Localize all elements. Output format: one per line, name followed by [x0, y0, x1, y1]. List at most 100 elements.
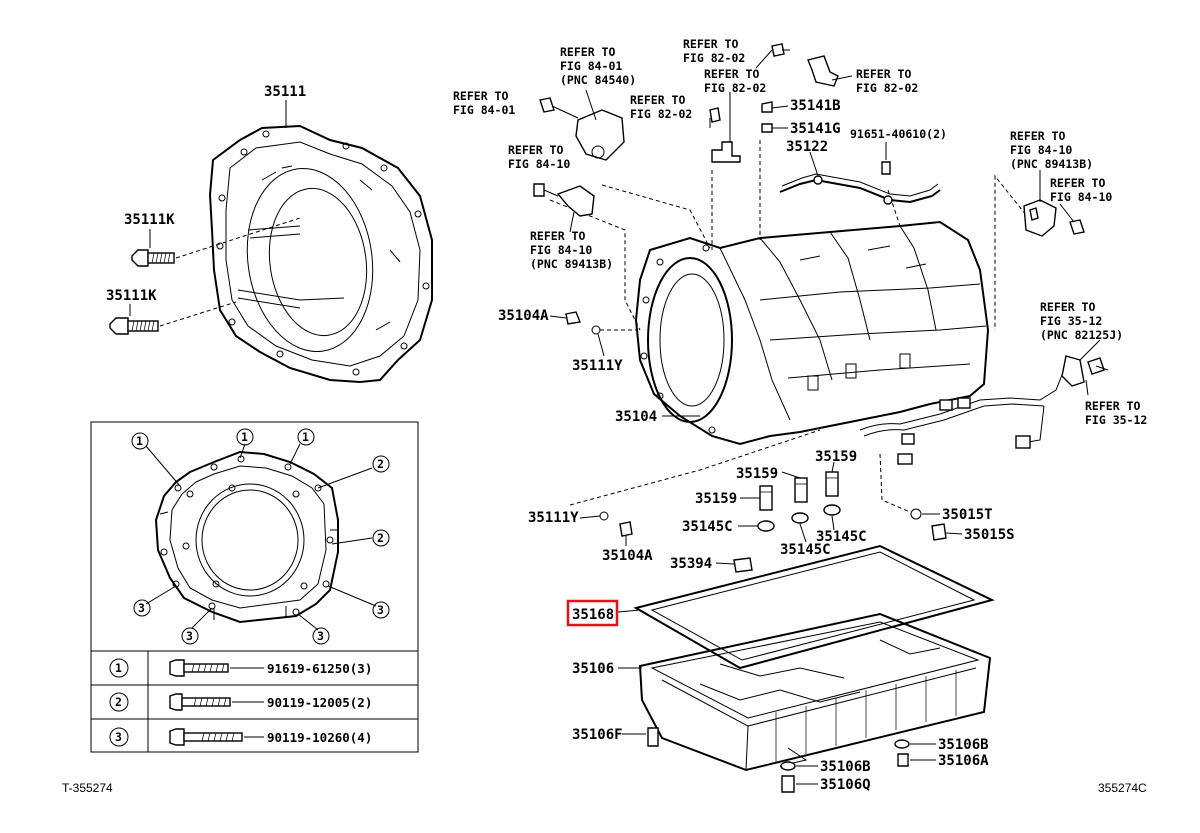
solenoid-parts-drawing — [757, 471, 841, 532]
refer-note[interactable]: REFER TO FIG 84-10 — [508, 143, 570, 171]
part-label-35394[interactable]: 35394 — [670, 556, 712, 572]
part-label-35141b[interactable]: 35141B — [790, 98, 841, 114]
bolt-35111k-lower — [109, 317, 159, 335]
refer-note[interactable]: REFER TO FIG 84-10 (PNC 89413B) — [530, 229, 613, 271]
leader-line — [887, 189, 901, 227]
leader-line — [601, 184, 711, 249]
plug-and-oring-lower — [599, 511, 633, 537]
refer-note[interactable]: REFER TO FIG 84-10 — [1050, 176, 1112, 204]
part-label-35104a[interactable]: 35104A — [602, 548, 653, 564]
figure-code-left: T-355274 — [62, 781, 113, 795]
leader-line — [831, 515, 835, 531]
legend-row-3: 3 90119-10260(4) — [109, 727, 372, 747]
legend-row-1: 1 91619-61250(3) — [109, 658, 372, 678]
part-label-35106[interactable]: 35106 — [572, 661, 614, 677]
leader-line — [159, 301, 237, 327]
callout-number: 1 — [302, 430, 309, 444]
callout-number: 3 — [186, 629, 193, 643]
part-label-35104a[interactable]: 35104A — [498, 308, 549, 324]
legend-row-2: 2 90119-12005(2) — [109, 692, 372, 712]
leader-line — [715, 562, 735, 565]
part-label-35106f[interactable]: 35106F — [572, 727, 623, 743]
refer-note[interactable]: REFER TO FIG 82-02 — [683, 37, 745, 65]
leader-line — [809, 151, 819, 177]
part-label-35145c[interactable]: 35145C — [682, 519, 733, 535]
wiring-harness-drawing — [859, 355, 1105, 465]
refer-note[interactable]: REFER TO FIG 82-02 — [856, 67, 918, 95]
leader-line — [569, 211, 575, 233]
oil-cooler-pipe-drawing — [779, 161, 941, 205]
leader-line — [569, 429, 821, 506]
callout-number: 3 — [377, 603, 384, 617]
part-label-35106b[interactable]: 35106B — [820, 759, 871, 775]
part-label-35159[interactable]: 35159 — [695, 491, 737, 507]
part-label-35145c[interactable]: 35145C — [816, 529, 867, 545]
callout-number: 2 — [377, 531, 384, 545]
part-label-35141g[interactable]: 35141G — [790, 121, 841, 137]
bracket-drawing — [709, 43, 839, 163]
refer-note[interactable]: REFER TO FIG 35-12 — [1085, 399, 1147, 427]
drain-plug-drawing — [647, 727, 910, 793]
legend-row-number: 2 — [115, 695, 122, 709]
part-label-35015t[interactable]: 35015T — [942, 507, 993, 523]
part-label-35104[interactable]: 35104 — [615, 409, 657, 425]
oil-pan-drawing — [638, 612, 992, 772]
leader-line — [1079, 339, 1101, 361]
refer-note[interactable]: REFER TO FIG 84-10 (PNC 89413B) — [1010, 129, 1093, 171]
part-label-35159[interactable]: 35159 — [815, 449, 857, 465]
part-label-35168[interactable]: 35168 — [572, 607, 614, 623]
part-label-35122[interactable]: 35122 — [786, 139, 828, 155]
part-label-35106a[interactable]: 35106A — [938, 753, 989, 769]
legend-part-number[interactable]: 91619-61250(3) — [267, 661, 372, 676]
callout-number: 3 — [138, 601, 145, 615]
part-label-35111k[interactable]: 35111K — [124, 212, 175, 228]
refer-note[interactable]: REFER TO FIG 84-01 (PNC 84540) — [560, 45, 636, 87]
callout-number: 2 — [377, 457, 384, 471]
leader-line — [945, 532, 963, 535]
leader-line — [781, 471, 801, 479]
refer-note[interactable]: REFER TO FIG 82-02 — [704, 67, 766, 95]
refer-note[interactable]: REFER TO FIG 84-01 — [453, 89, 515, 117]
part-label-35111y[interactable]: 35111Y — [528, 510, 579, 526]
legend-row-number: 3 — [115, 730, 122, 744]
leader-line — [994, 174, 1031, 330]
leader-line — [543, 189, 559, 197]
leader-line — [799, 523, 807, 543]
part-label-35015s[interactable]: 35015S — [964, 527, 1015, 543]
leader-line — [1059, 203, 1075, 223]
part-label-35111k[interactable]: 35111K — [106, 288, 157, 304]
bolt-legend-box: 1 1 1 2 2 3 3 3 3 — [90, 421, 419, 753]
leader-line — [175, 217, 301, 259]
leader-line — [551, 105, 579, 119]
part-label-35111y[interactable]: 35111Y — [572, 358, 623, 374]
callout-number: 1 — [241, 430, 248, 444]
plug-35015-drawing — [910, 508, 947, 541]
legend-part-number[interactable]: 90119-12005(2) — [267, 695, 372, 710]
leader-line — [1085, 379, 1089, 396]
part-label-91651-40610[interactable]: 91651-40610(2) — [850, 127, 947, 141]
transmission-case-drawing — [634, 220, 990, 446]
leader-line — [831, 75, 853, 81]
strainer-drawing — [733, 557, 753, 573]
part-label-35145c[interactable]: 35145C — [780, 542, 831, 558]
leader-line — [1095, 365, 1109, 371]
leader-line — [597, 333, 605, 357]
bolt-35111k-upper — [131, 249, 175, 267]
converter-housing-drawing — [208, 124, 433, 384]
part-label-35106b[interactable]: 35106B — [938, 737, 989, 753]
legend-part-number[interactable]: 90119-10260(4) — [267, 730, 372, 745]
part-label-35111[interactable]: 35111 — [264, 84, 306, 100]
part-label-35106q[interactable]: 35106Q — [820, 777, 871, 793]
leader-line — [549, 315, 567, 319]
leader-line — [771, 105, 789, 109]
legend-row-number: 1 — [115, 661, 122, 675]
refer-note[interactable]: REFER TO FIG 35-12 (PNC 82125J) — [1040, 300, 1123, 342]
refer-note[interactable]: REFER TO FIG 82-02 — [630, 93, 692, 121]
leader-line — [755, 49, 773, 69]
leader-line — [585, 89, 597, 121]
part-label-35159[interactable]: 35159 — [736, 466, 778, 482]
leader-line — [617, 609, 641, 613]
leader-line — [831, 461, 835, 473]
oil-pan-gasket-drawing — [633, 544, 995, 670]
